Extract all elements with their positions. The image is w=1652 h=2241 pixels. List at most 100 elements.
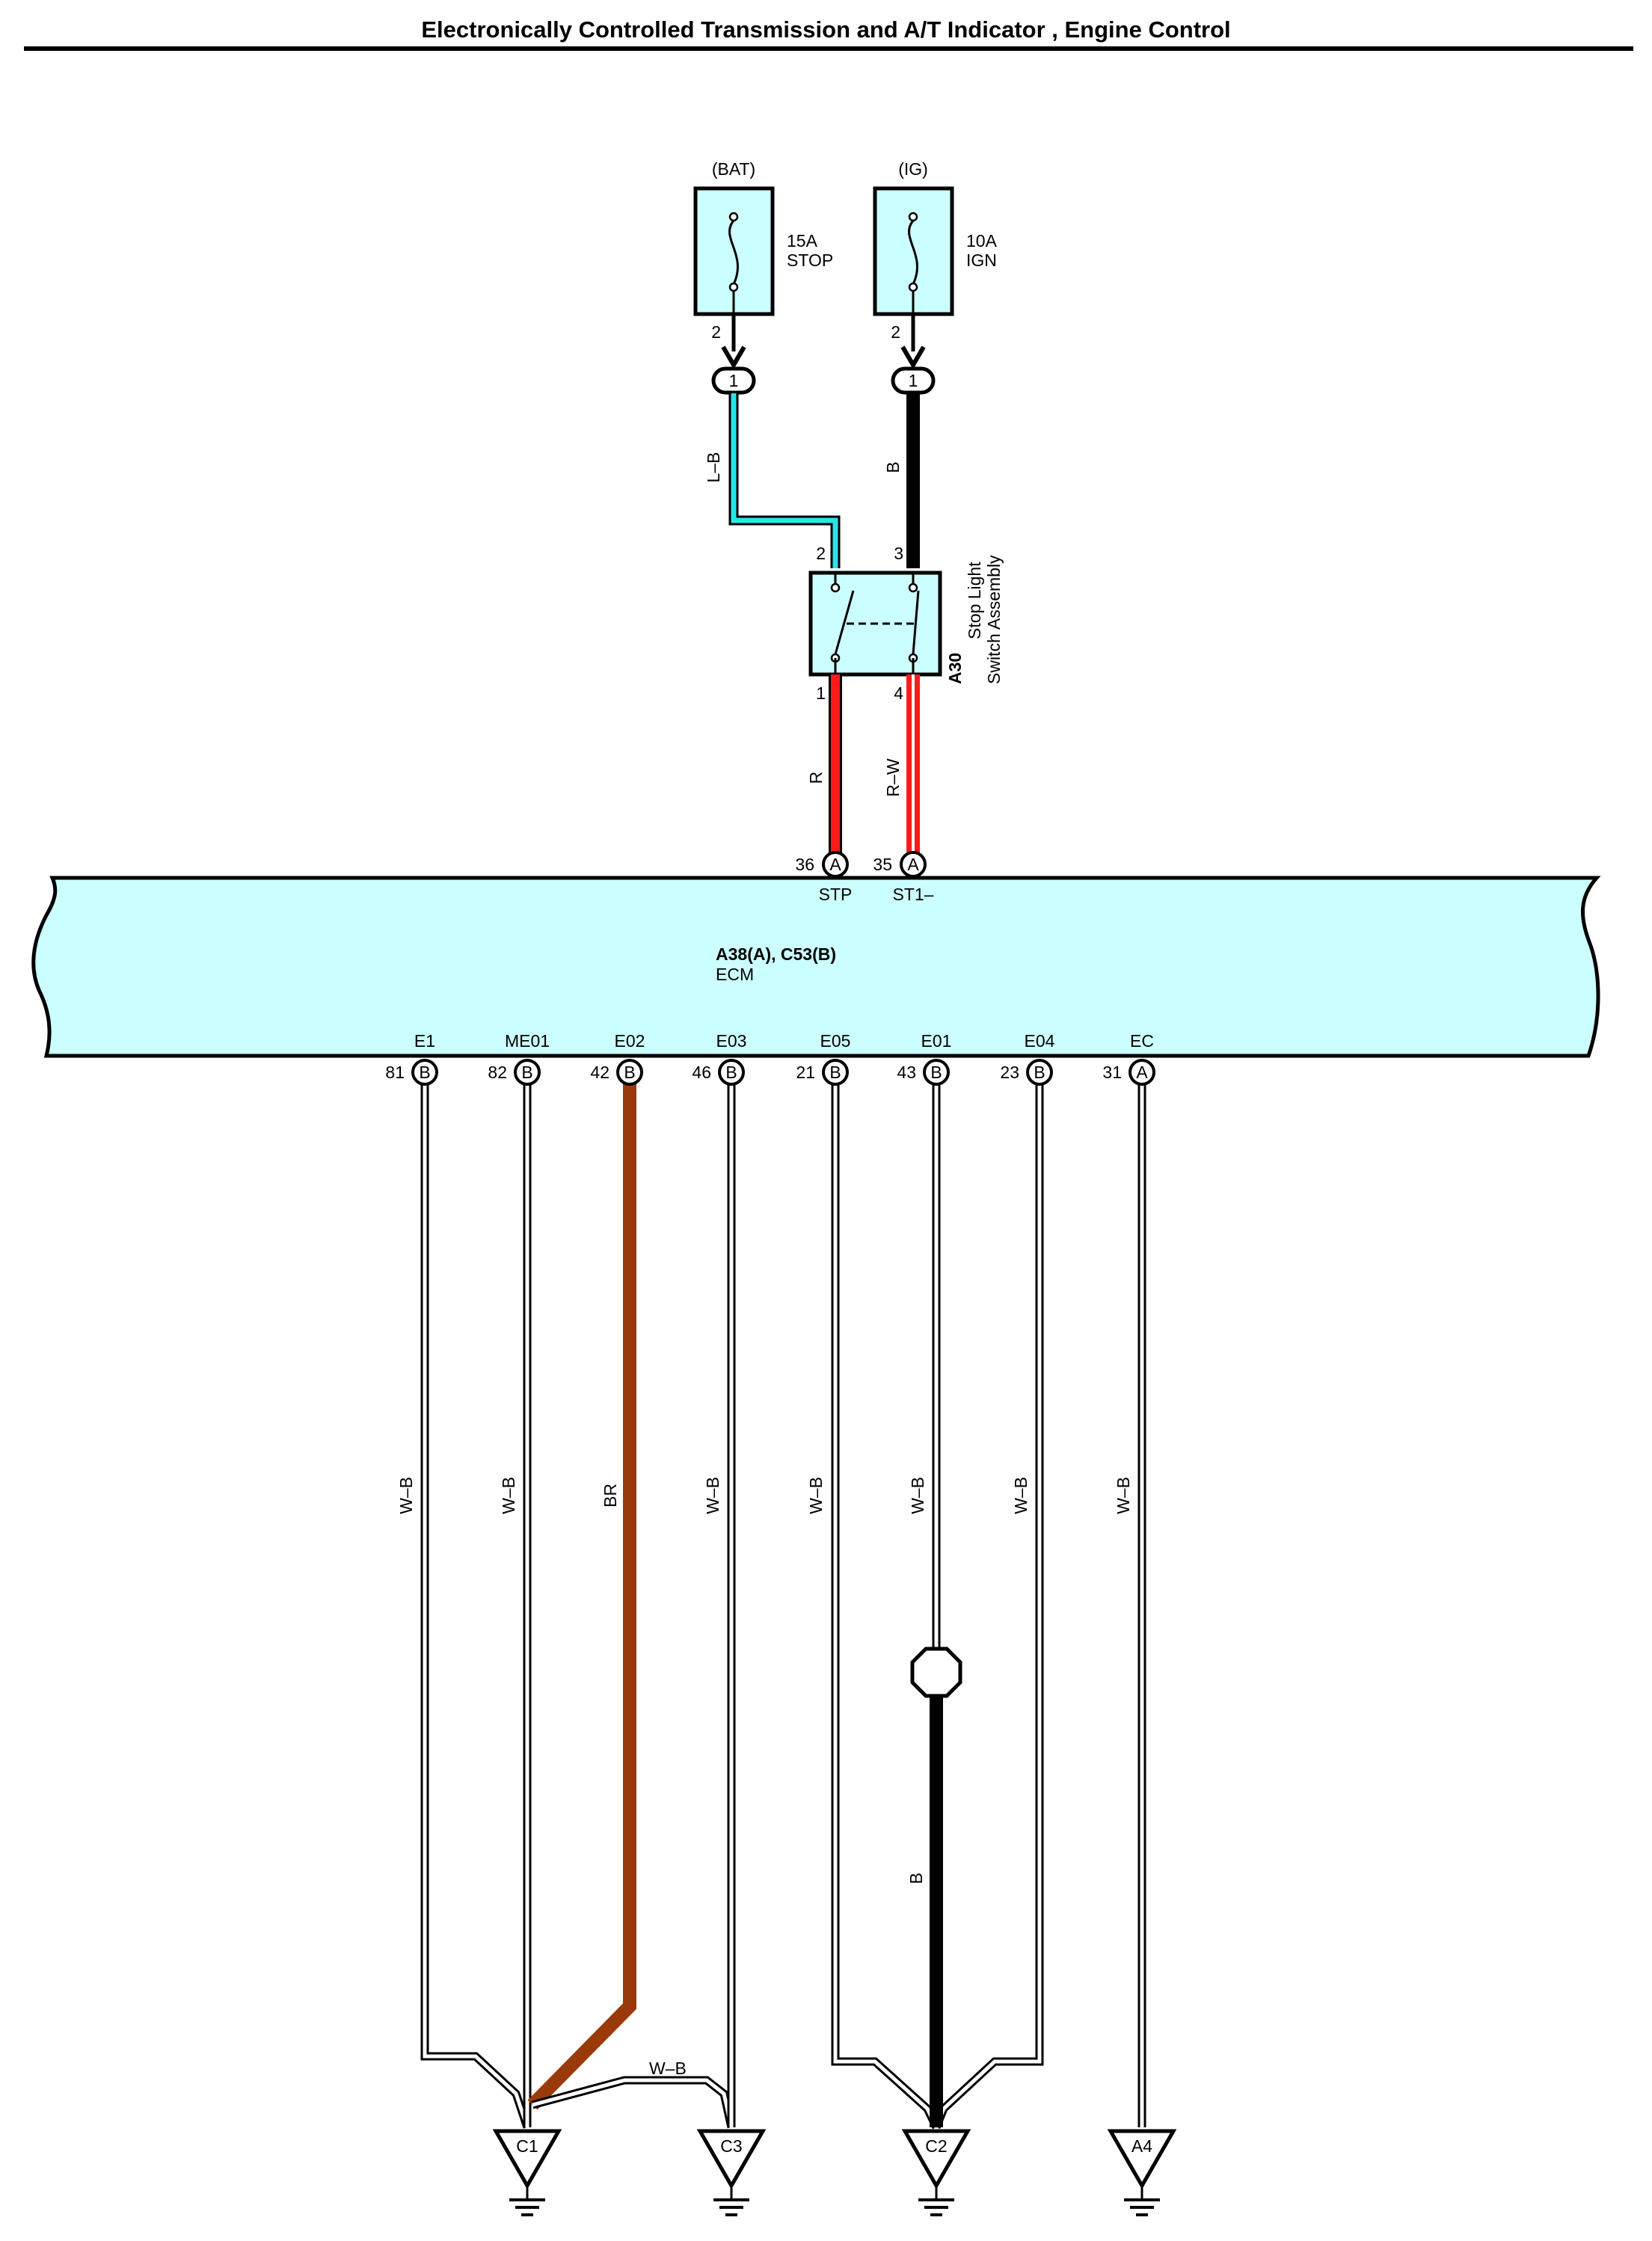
ecm-pin-e03-num: 46 [692, 1063, 711, 1082]
ecm-name: ECM [716, 965, 754, 984]
ecm-pin-stp: A 36 STP [795, 851, 853, 904]
ecm-block: A38(A), C53(B) ECM [31, 876, 1601, 1058]
fuse-stop-connector [711, 366, 756, 395]
ecm-pin-ec-num: 31 [1102, 1063, 1122, 1082]
ecm-pin-st1: A 35 ST1– [873, 851, 934, 904]
ecm-pin-stp-num: 36 [795, 855, 814, 874]
fuse-stop-source: (BAT) [712, 159, 755, 179]
ecm-pin-e04-conn: B [1034, 1063, 1045, 1082]
ecm-pin-e1: E1 B 81 [385, 1031, 438, 1086]
wire-rw: R–W [883, 674, 920, 856]
fuse-stop-rating: 15A [787, 231, 818, 250]
ecm-pin-e03-conn: B [725, 1063, 737, 1082]
fuse-ign-rating: 10A [966, 231, 998, 250]
switch-name-line1: Stop Light [965, 562, 984, 639]
ecm-pin-ec-label: EC [1130, 1031, 1154, 1051]
wire-e1-label: W–B [396, 1477, 416, 1514]
switch-contacts-icon [830, 573, 920, 674]
wire-b-ign-label: B [883, 461, 903, 473]
wire-lb: L–B [704, 393, 841, 568]
wire-r: R [806, 674, 842, 856]
ecm-pin-e01-conn: B [930, 1063, 942, 1082]
fuse-stop-conn-num: 1 [729, 371, 739, 390]
ecm-pin-e1-num: 81 [385, 1063, 405, 1082]
bottom-wire-labels: W–B W–B BR W–B W–B W–B W–B W–B [396, 1477, 1133, 1514]
fuse-ign-connector [891, 366, 936, 395]
switch-pin-4: 4 [894, 683, 903, 703]
ground-triangle-icon [492, 2129, 562, 2190]
ecm-pin-e05-num: 21 [796, 1063, 815, 1082]
wire-e03-label: W–B [703, 1477, 722, 1514]
switch-pin-3: 3 [894, 544, 903, 563]
ecm-pin-e02-label: E02 [615, 1031, 645, 1051]
ecm-pin-me01: ME01 B 82 [488, 1031, 550, 1086]
ecm-pin-me01-num: 82 [488, 1063, 507, 1082]
switch-pin-2: 2 [816, 544, 826, 563]
ecm-pin-e1-conn: B [419, 1063, 430, 1082]
ecm-pin-st1-num: 35 [873, 855, 892, 874]
wire-e04-label: W–B [1011, 1477, 1031, 1514]
switch-name-line2: Switch Assembly [984, 555, 1004, 684]
ecm-pin-e05: E05 B 21 [796, 1031, 851, 1086]
ecm-pin-me01-label: ME01 [505, 1031, 550, 1051]
ground-triangle-icon [696, 2129, 767, 2190]
wire-e01: B [906, 1072, 962, 2127]
wire-joint-label: W–B [649, 2059, 687, 2078]
ecm-pin-e04-num: 23 [1000, 1063, 1019, 1082]
ground-a4-label: A4 [1131, 2136, 1152, 2156]
fuse-ign-name: IGN [966, 250, 997, 270]
ecm-pin-e04-label: E04 [1025, 1031, 1055, 1051]
wire-e01-label: W–B [908, 1477, 927, 1514]
ecm-pin-st1-conn: A [907, 855, 919, 874]
ecm-pin-e05-label: E05 [820, 1031, 851, 1051]
ground-c2-label: C2 [925, 2136, 947, 2156]
fuse-stop-connector-arrow-icon [721, 345, 746, 369]
wire-lb-label: L–B [704, 452, 723, 483]
wire-e04 [932, 1072, 1044, 2130]
ecm-pin-e03: E03 B 46 [692, 1031, 747, 1086]
splice-point-icon [910, 1647, 962, 1698]
ecm-pin-e04: E04 B 23 [1000, 1031, 1055, 1086]
wire-me01-label: W–B [499, 1477, 518, 1514]
ground-c1: C1 [492, 2129, 562, 2216]
wire-b-lower-label: B [906, 1872, 926, 1884]
title-divider [24, 46, 1633, 51]
fuse-ign-symbol-icon [908, 212, 918, 314]
fuse-stop: (BAT) 15A STOP 2 1 [693, 159, 833, 395]
ground-c2: C2 [901, 2129, 971, 2216]
ecm-pin-stp-label: STP [819, 885, 853, 904]
wire-e02-label: BR [601, 1484, 620, 1507]
wire-e05 [831, 1072, 940, 2130]
ground-c3-label: C3 [720, 2136, 742, 2156]
switch-pin-1: 1 [816, 683, 826, 703]
wire-e1 [420, 1072, 532, 2129]
ecm-pin-e02-conn: B [624, 1063, 635, 1082]
switch-id: A30 [945, 653, 965, 684]
wire-ec-label: W–B [1114, 1477, 1133, 1514]
ecm-pin-e03-label: E03 [716, 1031, 747, 1051]
fuse-ign-source: (IG) [898, 159, 928, 179]
ground-c3: C3 [696, 2129, 767, 2216]
ground-c1-label: C1 [516, 2136, 538, 2156]
wire-r-label: R [806, 772, 826, 784]
fuse-stop-name: STOP [787, 250, 833, 270]
ecm-pin-e02-num: 42 [590, 1063, 609, 1082]
ecm-pin-e1-label: E1 [414, 1031, 435, 1051]
fuse-ign: (IG) 10A IGN 2 1 [873, 159, 998, 395]
ecm-id: A38(A), C53(B) [716, 944, 836, 964]
ecm-pin-ec: EC A 31 [1102, 1031, 1155, 1086]
stop-light-switch: 2 3 1 4 A30 Stop Light Switch Assembly [808, 544, 1004, 703]
ecm-pin-e01-num: 43 [897, 1063, 916, 1082]
wire-e05-label: W–B [806, 1477, 826, 1514]
ecm-pin-e01: E01 B 43 [897, 1031, 951, 1086]
ground-triangle-icon [1107, 2129, 1177, 2190]
fuse-stop-symbol-icon [728, 212, 739, 314]
ground-triangle-icon [901, 2129, 971, 2190]
ecm-pin-ec-conn: A [1136, 1063, 1148, 1082]
page-title: Electronically Controlled Transmission a… [421, 16, 1231, 43]
fuse-ign-connector-arrow-icon [900, 345, 926, 369]
ecm-pin-st1-label: ST1– [893, 885, 934, 904]
ecm-pin-me01-conn: B [521, 1063, 532, 1082]
wire-rw-label: R–W [883, 758, 903, 796]
